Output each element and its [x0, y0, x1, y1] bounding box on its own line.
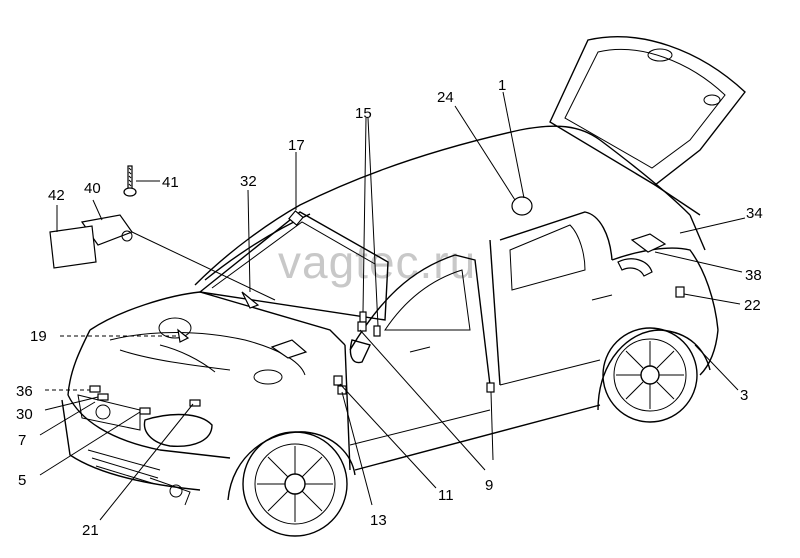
dash-label-32 [241, 291, 260, 309]
rear-label-38 [617, 258, 653, 277]
front-label-5 [139, 407, 151, 415]
front-label-21 [189, 399, 201, 407]
dash-label [270, 339, 308, 359]
callout-41: 41 [162, 174, 179, 191]
b-pillar-label [486, 382, 495, 393]
callout-36: 36 [16, 383, 33, 400]
callout-30: 30 [16, 406, 33, 423]
car-drawing [61, 36, 746, 537]
rear-label-34 [630, 233, 667, 253]
front-label-30 [97, 393, 109, 401]
callout-13: 13 [370, 512, 387, 529]
door-label-11 [333, 375, 343, 386]
leader-lines [39, 91, 746, 521]
callout-9: 9 [485, 477, 493, 494]
callout-34: 34 [746, 205, 763, 222]
callout-11: 11 [438, 487, 454, 504]
callout-22: 22 [744, 297, 761, 314]
plate-42 [49, 225, 97, 269]
watermark-text: vagtec.ru [278, 236, 476, 288]
round-sticker-1 [511, 196, 533, 216]
rear-label-22 [675, 286, 685, 298]
callout-15: 15 [355, 105, 372, 122]
callout-numbers: 1 3 5 7 9 11 13 15 17 19 21 22 24 30 32 … [16, 77, 763, 539]
callout-17: 17 [288, 137, 305, 154]
pillar-label-15b [373, 325, 381, 337]
callout-40: 40 [84, 180, 101, 197]
callout-5: 5 [18, 472, 26, 489]
label-patches [49, 165, 685, 415]
callout-1: 1 [498, 77, 506, 94]
callout-3: 3 [740, 387, 748, 404]
hood-label-19 [177, 328, 190, 343]
callout-7: 7 [18, 432, 26, 449]
callout-21: 21 [82, 522, 99, 539]
windshield-sticker-17 [288, 210, 304, 226]
pillar-label-15a [359, 311, 367, 323]
front-label-36 [89, 385, 101, 393]
callout-38: 38 [745, 267, 762, 284]
door-label-9 [357, 321, 367, 332]
callout-42: 42 [48, 187, 65, 204]
callout-24: 24 [437, 89, 454, 106]
callout-32: 32 [240, 173, 257, 190]
callout-19: 19 [30, 328, 47, 345]
